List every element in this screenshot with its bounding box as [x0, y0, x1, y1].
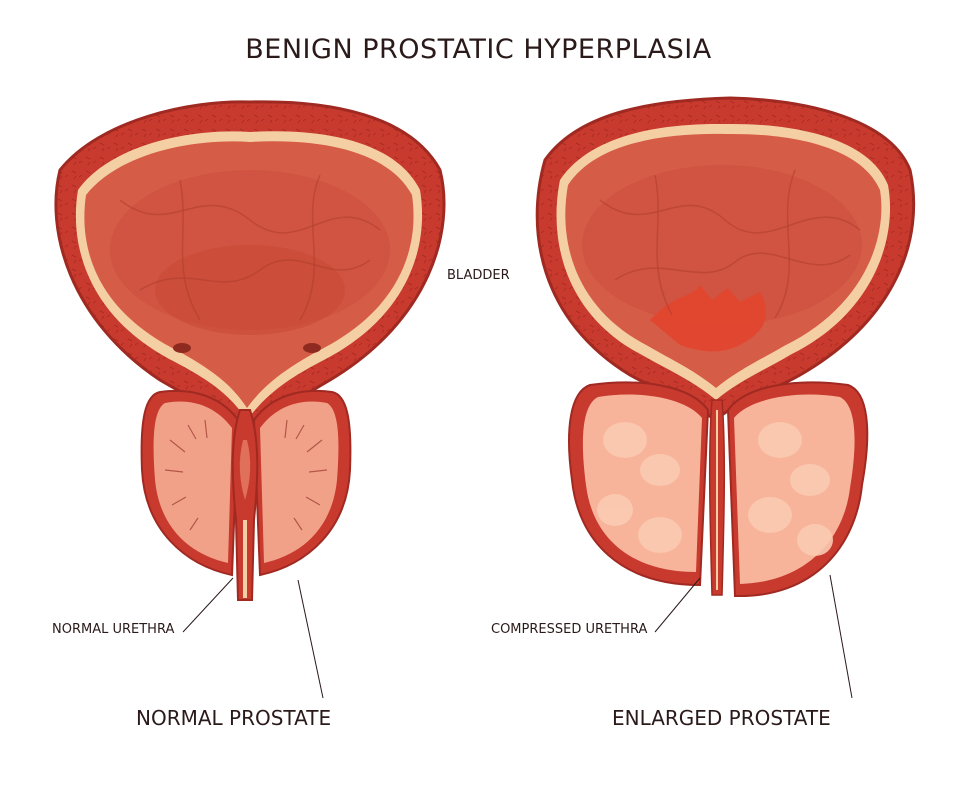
normal-bladder [54, 100, 446, 443]
normal-prostate [140, 389, 352, 601]
bladder-label: BLADDER [447, 268, 510, 283]
normal-urethra-label: NORMAL URETHRA [52, 622, 175, 637]
leader-lines [182, 574, 853, 699]
enlarged-prostate [568, 381, 869, 598]
normal-prostate-label: NORMAL PROSTATE [136, 706, 332, 730]
page-title: BENIGN PROSTATIC HYPERPLASIA [245, 34, 712, 65]
enlarged-bladder [535, 96, 916, 422]
compressed-urethra-label: COMPRESSED URETHRA [491, 622, 648, 637]
enlarged-prostate-label: ENLARGED PROSTATE [612, 706, 831, 730]
